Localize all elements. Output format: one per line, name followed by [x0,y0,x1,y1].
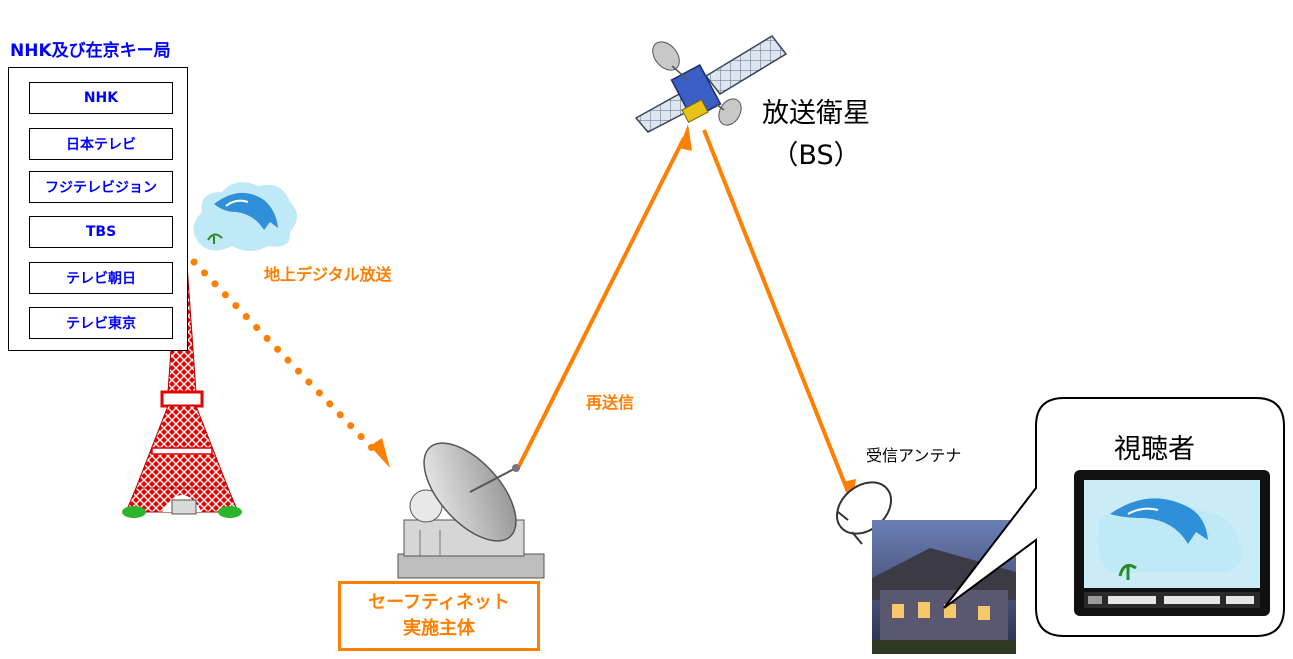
antenna-label: 受信アンテナ [866,446,962,465]
uplink-line [516,137,686,469]
station-nippon-tv: 日本テレビ [29,128,173,160]
station-tv-asahi: テレビ朝日 [29,262,173,294]
uplink-entity-line2: 実施主体 [403,618,475,639]
station-fuji-tv: フジテレビジョン [29,171,173,203]
viewer-label: 視聴者 [1114,434,1195,465]
downlink-line [702,129,850,493]
station-tv-tokyo: テレビ東京 [29,307,173,339]
retransmit-label: 再送信 [586,393,635,412]
station-nhk: NHK [29,82,173,114]
television-icon [1074,470,1270,616]
broadcasters-frame: NHK 日本テレビ フジテレビジョン TBS テレビ朝日 テレビ東京 [8,67,188,351]
satellite-label: 放送衛星 （BS） [762,93,870,177]
terrestrial-link-line [190,258,376,452]
broadcasters-title: NHK及び在京キー局 [10,41,171,61]
satellite-name: 放送衛星 [762,98,870,129]
uplink-entity-box: セーフティネット 実施主体 [338,581,540,651]
satellite-abbr: （BS） [771,140,861,171]
uplink-entity-line1: セーフティネット [368,592,510,613]
house-photo-icon [872,520,1016,654]
satellite-icon [634,35,788,133]
uplink-arrowhead [679,124,692,151]
ground-station-icon [397,442,545,579]
dolphin-cloud-icon [193,182,297,251]
terrestrial-arrowhead [370,438,390,468]
terrestrial-label: 地上デジタル放送 [264,265,392,284]
station-tbs: TBS [29,216,173,248]
